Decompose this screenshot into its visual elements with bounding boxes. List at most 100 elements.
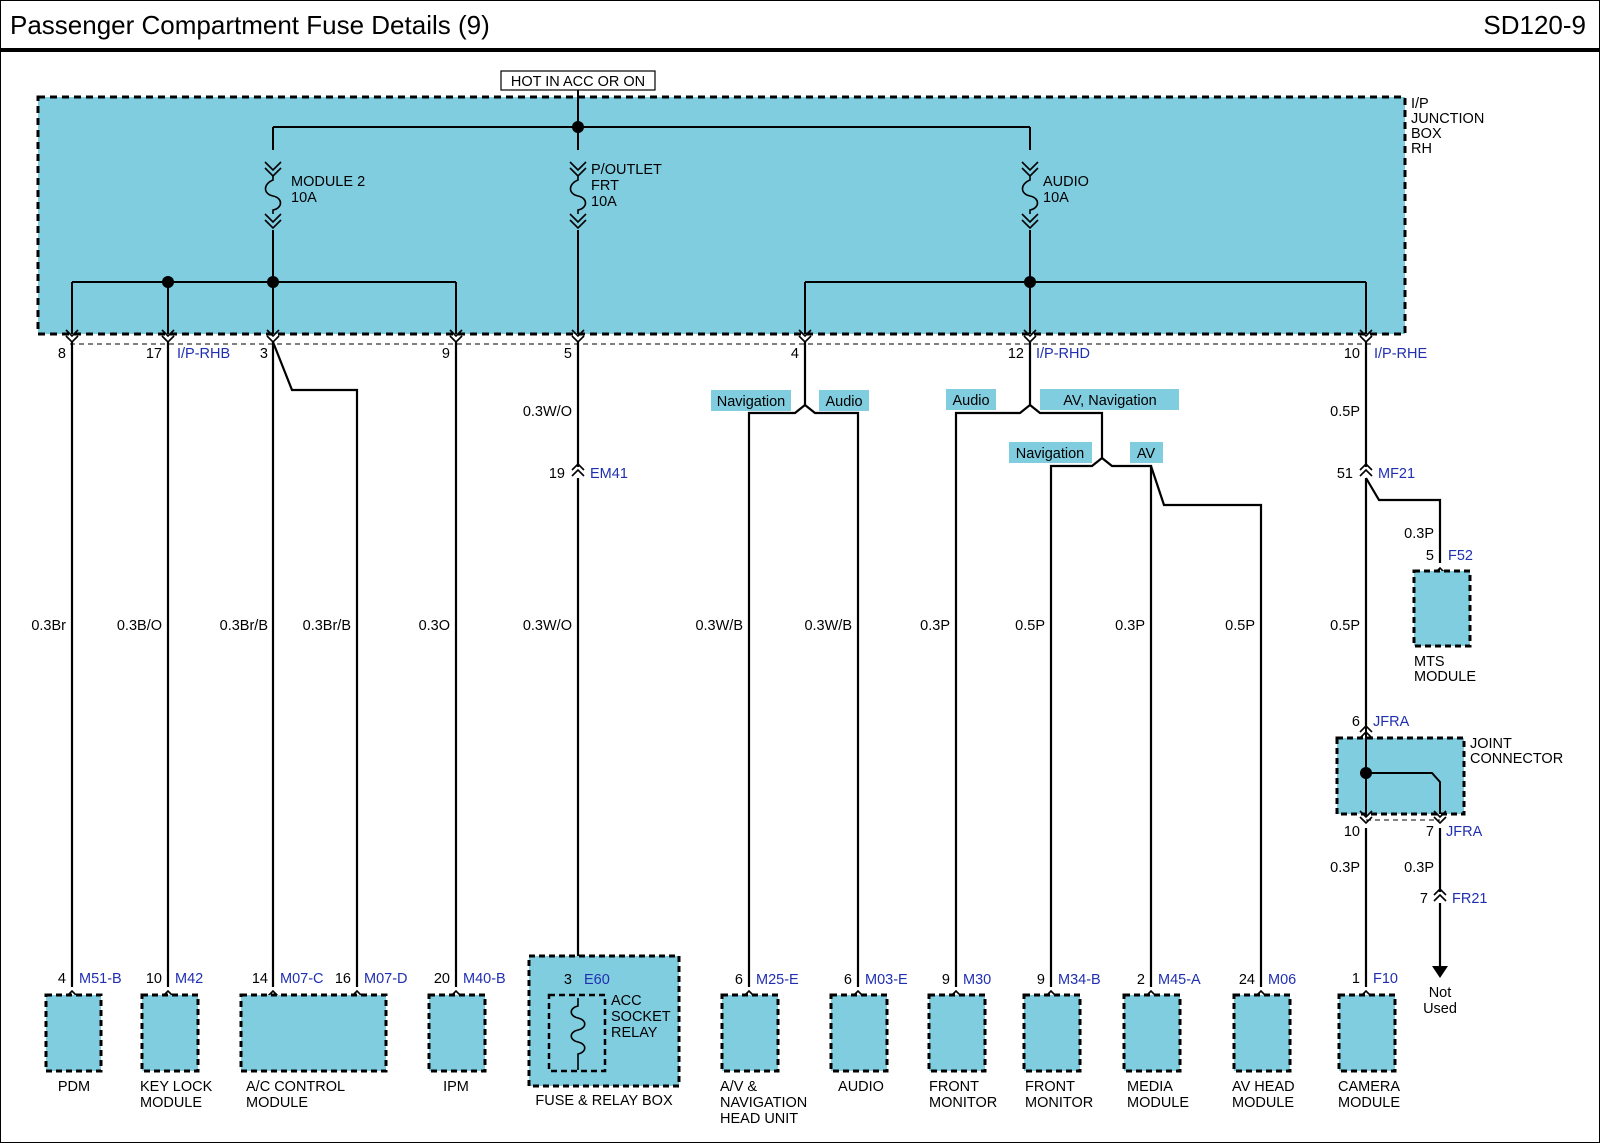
wire-spec: 0.5P (1330, 404, 1360, 420)
media-module-box (1122, 993, 1182, 1073)
supply-label: HOT IN ACC OR ON (511, 74, 645, 90)
relay-label: RELAY (611, 1025, 658, 1041)
fuse-rating-module-2: 10A (291, 190, 317, 206)
wire-spec: 0.3P (1404, 526, 1434, 542)
av-head-module-box (1232, 993, 1292, 1073)
component-connector-id: M45-A (1158, 972, 1201, 988)
inline-connector-id: JFRA (1373, 714, 1410, 730)
component-connector-id: M07-D (364, 971, 408, 987)
splice-dot (1024, 276, 1036, 288)
inline-pin: 10 (1344, 824, 1360, 840)
mts-module-label: MODULE (1414, 669, 1476, 685)
fuse-rating-audio: 10A (1043, 190, 1069, 206)
component-label: NAVIGATION (720, 1095, 807, 1111)
component-label: MODULE (246, 1095, 308, 1111)
pin-number: 17 (146, 346, 162, 362)
component-connector-id: M42 (175, 971, 203, 987)
splice-dot (162, 276, 174, 288)
component-pin-number: 9 (1037, 972, 1045, 988)
component-label: FRONT (1025, 1079, 1075, 1095)
not-used-label: Used (1423, 1001, 1457, 1017)
acc-socket-relay-box (547, 993, 607, 1073)
component-label: MODULE (1232, 1095, 1294, 1111)
component-label: CAMERA (1338, 1079, 1400, 1095)
wire-spec: 0.3W/B (804, 618, 852, 634)
wire-spec: 0.5P (1015, 618, 1045, 634)
option-tag-audio: Audio (825, 394, 862, 410)
option-tag-bg (1130, 442, 1163, 463)
option-tag-bg (946, 389, 996, 410)
junction-box-label-2: JUNCTION (1411, 111, 1484, 127)
option-tag-navigation: Navigation (717, 394, 786, 410)
component-pin-number: 14 (252, 971, 268, 987)
component-label: FUSE & RELAY BOX (535, 1093, 673, 1109)
relay-coil-icon (570, 998, 586, 1070)
fuse-label-audio: AUDIO (1043, 174, 1089, 190)
wire-spec: 0.3Br (31, 618, 66, 634)
wire-spec: 0.3Br/B (303, 618, 351, 634)
option-tag-av-navigation: AV, Navigation (1063, 393, 1157, 409)
component-label: MEDIA (1127, 1079, 1173, 1095)
inline-connector-id: EM41 (590, 466, 628, 482)
component-connector-id: M40-B (463, 971, 506, 987)
wire-spec: 0.3W/O (523, 404, 572, 420)
splice-dot (267, 276, 279, 288)
pin-number: 10 (1344, 346, 1360, 362)
component-connector-id: F10 (1373, 971, 1398, 987)
inline-pin: 7 (1420, 891, 1428, 907)
component-label: AV HEAD (1232, 1079, 1295, 1095)
pin-number: 4 (791, 346, 799, 362)
option-tag-audio: Audio (952, 393, 989, 409)
component-boxes (44, 954, 1397, 1088)
fuse-rating-p-outlet: 10A (591, 194, 617, 210)
av-navigation-head-unit-box (720, 993, 780, 1073)
junction-box-label-3: BOX (1411, 126, 1442, 142)
mts-module-label: MTS (1414, 654, 1445, 670)
option-tag-navigation: Navigation (1016, 446, 1085, 462)
wire-spec: 0.3P (1115, 618, 1145, 634)
pin-number: 3 (260, 346, 268, 362)
component-label: A/V & (720, 1079, 757, 1095)
page-title: Passenger Compartment Fuse Details (9) (10, 10, 490, 40)
component-label: MONITOR (1025, 1095, 1093, 1111)
front-monitor-box (1022, 993, 1082, 1073)
component-label: A/C CONTROL (246, 1079, 345, 1095)
inline-connector-id: JFRA (1446, 824, 1483, 840)
component-label: FRONT (929, 1079, 979, 1095)
inline-pin: 19 (549, 466, 565, 482)
component-pin-number: 20 (434, 971, 450, 987)
pin-number: 9 (442, 346, 450, 362)
key-lock-module-box (140, 993, 200, 1073)
component-pin-number: 24 (1239, 972, 1255, 988)
option-tag-bg (1009, 442, 1092, 463)
option-tag-bg (711, 390, 791, 411)
wire-spec: 0.5P (1225, 618, 1255, 634)
harness-wires (70, 341, 1442, 1070)
inline-pin: 51 (1337, 466, 1353, 482)
option-tag-bg (1040, 389, 1179, 410)
splice-dot (1360, 767, 1372, 779)
junction-box (36, 95, 1407, 336)
junction-box-label-1: I/P (1411, 96, 1429, 112)
component-connector-id: M06 (1268, 972, 1296, 988)
junction-wiring (71, 90, 1367, 334)
ipm-box (427, 993, 487, 1073)
component-label: HEAD UNIT (720, 1111, 798, 1127)
not-used-arrow (1432, 966, 1448, 978)
wire-spec: 0.3W/B (695, 618, 743, 634)
component-pin-number: 1 (1352, 971, 1360, 987)
relay-label: ACC (611, 993, 642, 1009)
component-pin-number: 6 (735, 972, 743, 988)
header-divider (0, 48, 1600, 52)
wire-spec: 0.3P (1404, 860, 1434, 876)
connector-id-rhd: I/P-RHD (1036, 346, 1090, 362)
component-connector-id: M51-B (79, 971, 122, 987)
component-label: MONITOR (929, 1095, 997, 1111)
splice-dot (572, 121, 584, 133)
pdm-box (44, 993, 103, 1073)
inline-connector-id: FR21 (1452, 891, 1487, 907)
wire-spec: 0.5P (1330, 618, 1360, 634)
component-label: KEY LOCK (140, 1079, 213, 1095)
